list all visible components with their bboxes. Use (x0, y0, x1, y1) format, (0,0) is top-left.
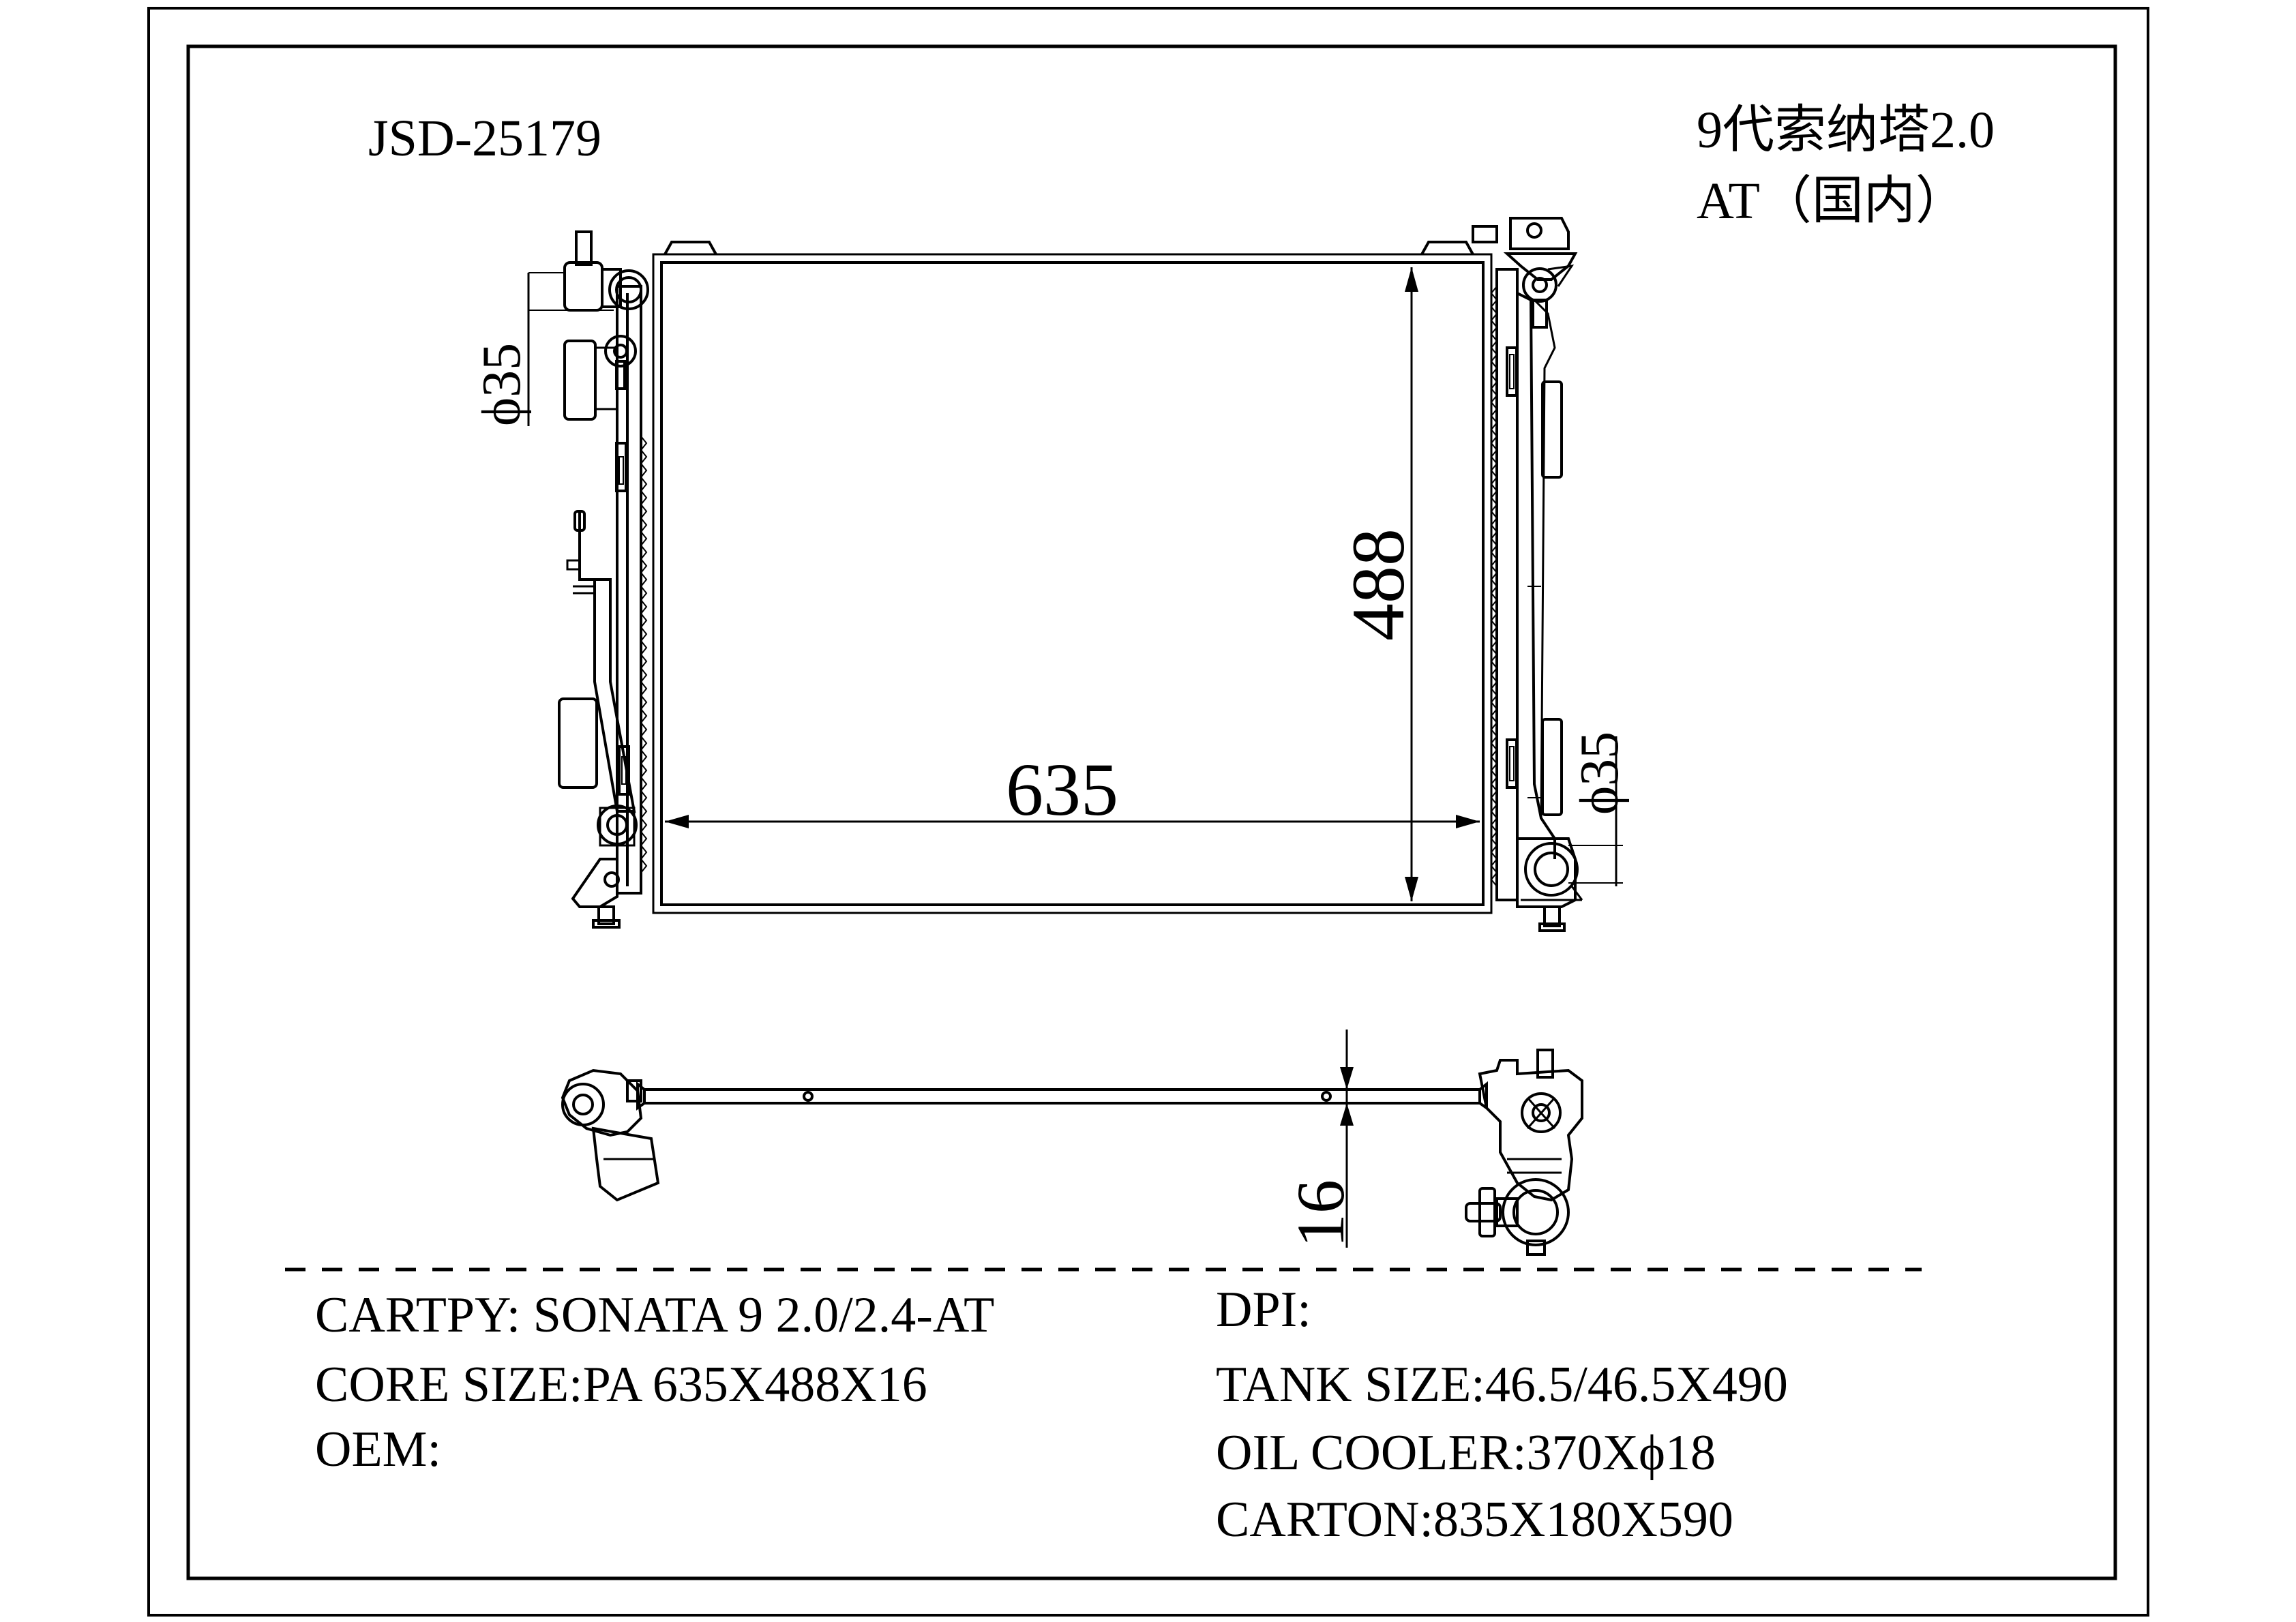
spec-tank-size: TANK SIZE:46.5/46.5X490 (1216, 1357, 1788, 1413)
spec-dpi: DPI: (1216, 1282, 1311, 1338)
left-tank (616, 285, 642, 895)
outer-frame (147, 7, 2149, 1617)
left-inlet-pipe (528, 230, 649, 312)
dim-height-label: 488 (1337, 528, 1420, 641)
spec-oil-cooler: OIL COOLER:370Xϕ18 (1216, 1425, 1716, 1481)
model-title-line2: AT（国内） (1697, 172, 1967, 230)
model-title-line1: 9代索纳塔2.0 (1697, 102, 1995, 159)
spec-carton: CARTON:835X180X590 (1216, 1492, 1733, 1548)
part-number: JSD-25179 (368, 110, 601, 167)
radiator-core (660, 261, 1485, 906)
top-view (561, 1030, 1583, 1256)
spec-core-size: CORE SIZE:PA 635X488X16 (315, 1357, 927, 1413)
dim-thickness-label: 16 (1283, 1180, 1358, 1248)
top-view-core (643, 1088, 1481, 1105)
front-view (527, 217, 1623, 932)
dim-outlet-diameter-label: ϕ35 (1570, 732, 1630, 815)
spec-cartpy: CARTPY: SONATA 9 2.0/2.4-AT (315, 1287, 994, 1343)
spec-oem: OEM: (315, 1422, 441, 1477)
dim-width-label: 635 (1006, 748, 1118, 831)
dim-inlet-diameter-label: ϕ35 (472, 343, 532, 426)
inner-frame (186, 44, 2117, 1580)
